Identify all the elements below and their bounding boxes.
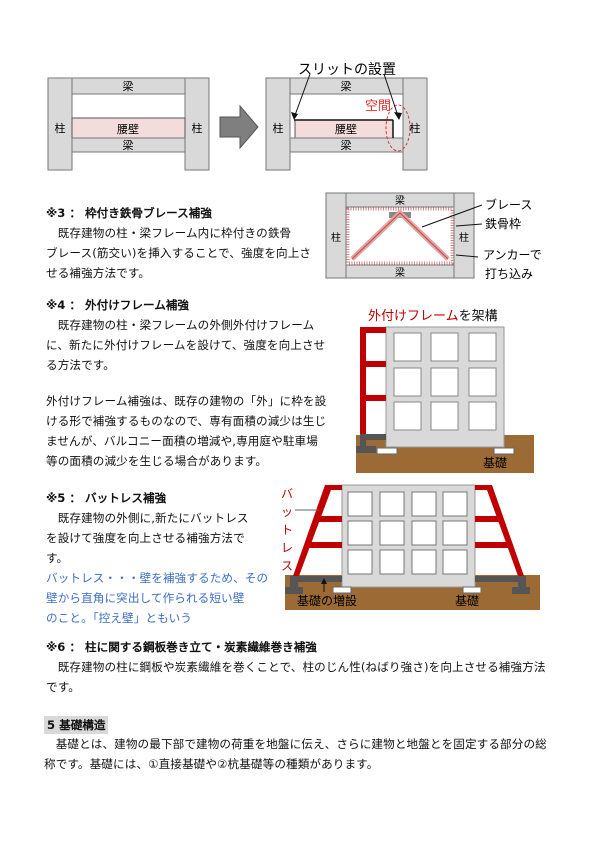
section6-line: です。 xyxy=(46,680,80,694)
chapter5-line: 称です。基礎には、①直接基礎や②杭基礎等の種類があります。 xyxy=(44,757,379,771)
section4-line: ませんが、バルコニー面積の増減や,専用庭や駐車場 xyxy=(46,434,318,448)
section4-line: る方法です。 xyxy=(46,358,116,372)
frame-label: 鉄骨枠 xyxy=(485,216,521,231)
slit-label: スリットの設置 xyxy=(298,62,396,78)
column-left-label: 柱 xyxy=(55,121,66,135)
section4-line: 等の面積の減少を生じる場合があります。 xyxy=(46,454,268,468)
anchor-label: 打ち込み xyxy=(485,267,533,281)
gap-label: 空間 xyxy=(365,99,391,114)
section5-text: ※5 ： バットレス補強 既存建物の外側に,新たにバットレス を設けて強度を向上… xyxy=(46,488,286,628)
spandrel-wall-label: 腰壁 xyxy=(117,122,139,136)
column-left-label: 柱 xyxy=(273,121,284,135)
buttress-diagram: バ ッ ト レ ス 基礎の増設 基礎 xyxy=(281,484,540,610)
svg-text:バ: バ xyxy=(281,487,293,501)
external-frame-diagram: 外付けフレームを架構 基礎 xyxy=(356,309,534,473)
chapter5-line: 基礎とは、建物の最下部で建物の荷重を地盤に伝え、さらに建物と地盤とを固定する部分… xyxy=(44,737,547,751)
beam-top-label: 梁 xyxy=(341,79,352,93)
beam-top-label: 梁 xyxy=(395,194,405,207)
beam-bottom-label: 梁 xyxy=(123,138,134,152)
section4-heading: ※4 ： 外付けフレーム補強 xyxy=(46,298,190,312)
foundation-label: 基礎 xyxy=(455,594,479,608)
section5-line: 既存建物の外側に,新たにバットレス xyxy=(46,511,249,525)
section3-text: ※3 ： 枠付き鉄骨ブレース補強 既存建物の柱・梁フレーム内に枠付きの鉄骨 ブレ… xyxy=(46,203,326,283)
brace-label: ブレース xyxy=(485,197,532,212)
section6-text: ※6 ： 柱に関する鋼板巻き立て・炭素繊維巻き補強 既存建物の柱に鋼板や炭素繊維… xyxy=(46,637,586,697)
section3-heading: ※3 ： 枠付き鉄骨ブレース補強 xyxy=(46,206,212,220)
section6-heading: ※6 ： 柱に関する鋼板巻き立て・炭素繊維巻き補強 xyxy=(46,640,317,654)
buttress-label: バ ッ ト レ ス xyxy=(281,487,293,573)
beam-bottom-label: 梁 xyxy=(341,138,352,152)
svg-text:ッ: ッ xyxy=(281,505,293,519)
section3-line: せる補強方法です。 xyxy=(46,266,151,280)
section6-line: 既存建物の柱に鋼板や炭素繊維を巻くことで、柱のじん性(ねばり強さ)を向上させる補… xyxy=(46,660,546,674)
chapter5-heading: 5 基礎構造 xyxy=(44,716,109,734)
section3-line: ブレース(筋交い)を挿入することで、強度を向上さ xyxy=(46,246,312,260)
spandrel-wall-label: 腰壁 xyxy=(335,122,357,136)
section4-line: ける形で補強するものなので、専有面積の減少は生じ xyxy=(46,414,327,428)
slit-diagram: 梁 柱 柱 腰壁 梁 スリットの設置 空間 梁 柱 柱 腰壁 梁 xyxy=(47,62,428,171)
buttress-note: のこと。「控え壁」ともいう xyxy=(46,611,192,625)
beam-bottom-label: 梁 xyxy=(395,266,405,279)
beam-top-label: 梁 xyxy=(123,79,134,93)
anchor-label: アンカーで xyxy=(483,248,542,262)
section4-line: に、新たに外付けフレームを設けて、強度を向上させ xyxy=(46,338,326,352)
steel-brace-diagram: 梁 梁 柱 柱 ブレース 鉄骨枠 アンカーで 打ち込み xyxy=(325,192,542,281)
section4-text: ※4 ： 外付けフレーム補強 既存建物の柱・梁フレームの外側外付けフレーム に、… xyxy=(46,295,346,471)
column-right-label: 柱 xyxy=(459,231,469,244)
section5-line: を設けて強度を向上させる補強方法で xyxy=(46,531,245,545)
section5-heading: ※5 ： バットレス補強 xyxy=(46,491,167,505)
foundation-label: 基礎 xyxy=(483,456,507,470)
chapter5: 5 基礎構造 基礎とは、建物の最下部で建物の荷重を地盤に伝え、さらに建物と地盤と… xyxy=(44,714,589,774)
foundation-extension-label: 基礎の増設 xyxy=(297,593,357,608)
section5-line: す。 xyxy=(46,551,69,565)
svg-text:ト: ト xyxy=(281,523,293,537)
buttress-note: バットレス・・・壁を補強するため、その xyxy=(46,571,269,585)
diagram-title: 外付けフレームを架構 xyxy=(368,309,498,324)
svg-text:ス: ス xyxy=(281,559,293,573)
frame-before xyxy=(47,77,210,171)
column-right-label: 柱 xyxy=(192,121,203,135)
section4-line: 外付けフレーム補強は、既存の建物の「外」に枠を設 xyxy=(46,394,327,408)
right-arrow-icon xyxy=(219,104,259,150)
column-right-label: 柱 xyxy=(410,121,421,135)
section4-line: 既存建物の柱・梁フレームの外側外付けフレーム xyxy=(46,318,315,332)
buttress-note: 壁から直角に突出して作られる短い壁 xyxy=(46,591,245,605)
svg-text:レ: レ xyxy=(281,541,293,555)
column-left-label: 柱 xyxy=(331,231,341,244)
section3-line: 既存建物の柱・梁フレーム内に枠付きの鉄骨 xyxy=(46,226,292,240)
frame-after xyxy=(265,77,428,171)
